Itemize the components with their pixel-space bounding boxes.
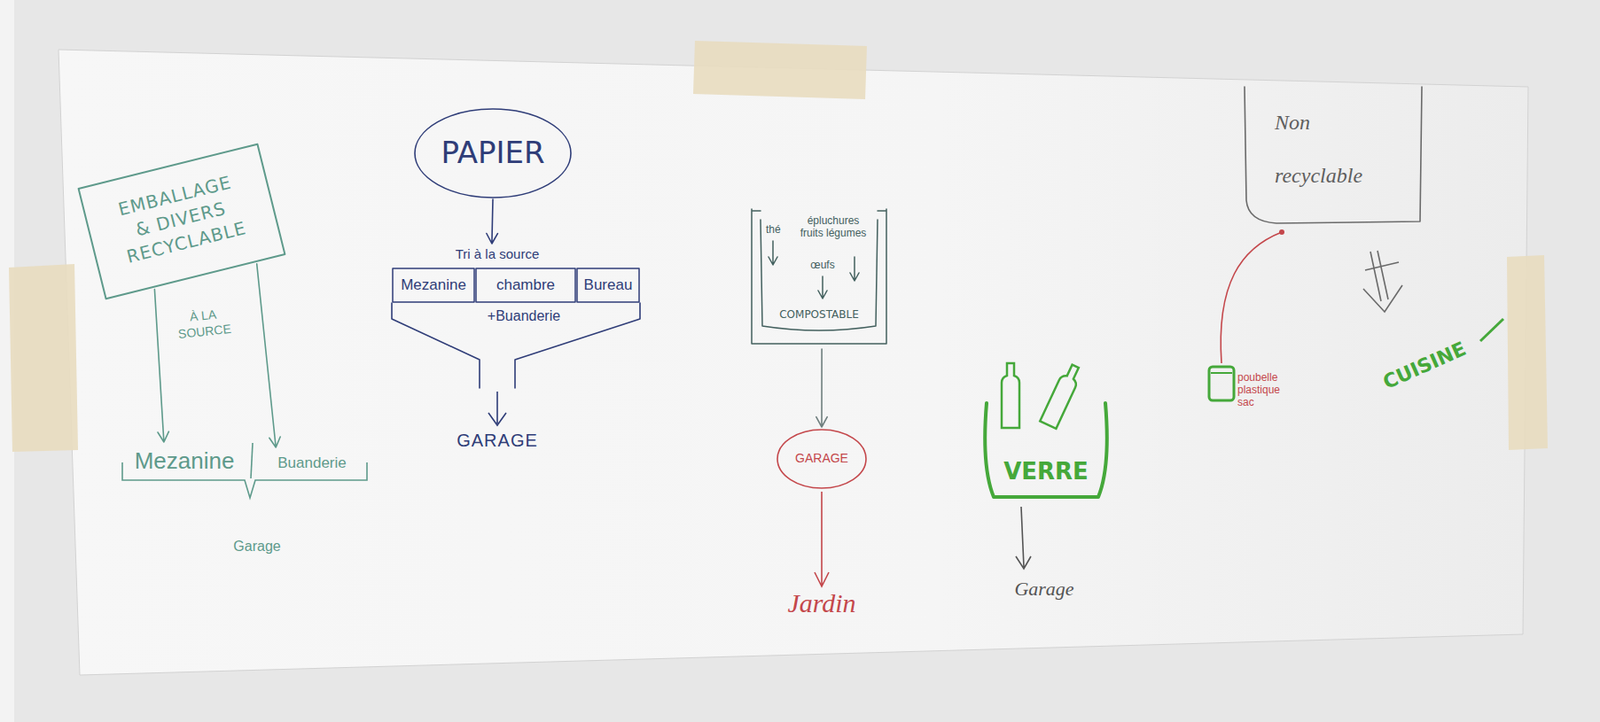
note-label: poubelle plastique sac	[1237, 372, 1298, 409]
node-text: GARAGE	[775, 451, 868, 466]
spout-arrow	[488, 391, 507, 426]
room-cell: Mezanine	[391, 267, 476, 304]
outline-stroke	[476, 268, 576, 303]
leader-dot	[1279, 229, 1285, 235]
compost-bin: épluchures fruits légumesthé œufsCOMPOSTA…	[749, 209, 889, 348]
kitchen-arrow	[1363, 250, 1403, 313]
outline-stroke	[1244, 86, 1422, 224]
waste-bin: Non recyclable	[1239, 86, 1424, 250]
garage-circle: GARAGE	[775, 428, 868, 491]
node-text: œufs	[804, 258, 841, 272]
node-text: épluchures fruits légumes	[794, 214, 873, 241]
node-text: Buanderie	[258, 454, 366, 473]
bottle-icon	[1039, 362, 1084, 430]
masking-tape	[8, 264, 79, 453]
room-cell: Bureau	[576, 267, 640, 304]
flow-arrow	[154, 289, 169, 443]
paper-oval: PAPIER	[413, 107, 573, 200]
node-text: Mezanine	[391, 276, 476, 295]
room-box: Mezanine	[124, 444, 245, 479]
outline-stroke	[78, 144, 286, 300]
note-label: Garage	[998, 577, 1091, 601]
bin-icon	[1209, 366, 1234, 401]
paper-sheet	[58, 49, 1529, 676]
node-text: PAPIER	[413, 134, 573, 171]
bottle-icon	[1001, 363, 1020, 429]
sorting-funnel: Tri à la source +Buanderie Mezaninechambre…	[386, 246, 644, 389]
note-label: CUISINE	[1371, 334, 1478, 399]
outline-stroke	[391, 303, 640, 389]
marker-stroke	[1480, 319, 1504, 342]
node-outline	[979, 403, 1113, 501]
note-label: À LA SOURCE	[166, 304, 241, 344]
outline-stroke	[392, 268, 475, 303]
divider-slash	[250, 443, 253, 479]
flow-arrow	[486, 199, 499, 244]
node-text: thé	[765, 223, 793, 236]
node-text: Non recyclable	[1274, 95, 1382, 203]
glass-bin: VERRE	[979, 403, 1113, 501]
room-box: Buanderie	[258, 450, 366, 479]
node-text: chambre	[475, 276, 577, 295]
note-label: Jardin	[771, 588, 873, 619]
recycling-box: EMBALLAGE & DIVERS RECYCLABLE	[77, 143, 286, 301]
node-text: Tri à la source	[386, 246, 609, 262]
flow-arrow	[816, 349, 828, 428]
outline-stroke	[751, 209, 887, 344]
node-text: COMPOSTABLE	[762, 308, 876, 321]
leader-line	[1220, 232, 1282, 364]
bin-lid	[1210, 372, 1233, 375]
glass-arrow	[1015, 507, 1031, 570]
outline-stroke	[577, 268, 640, 303]
node-text: VERRE	[979, 458, 1113, 485]
node-text: Mezanine	[124, 447, 245, 476]
garden-arrow	[814, 491, 829, 587]
node-text: Bureau	[576, 276, 640, 295]
masking-tape	[1506, 255, 1548, 451]
flow-arrow	[257, 264, 281, 448]
note-label: Garage	[212, 538, 302, 555]
note-label: GARAGE	[452, 430, 542, 452]
node-text: +Buanderie	[470, 308, 578, 325]
room-cell: chambre	[475, 267, 577, 304]
node-text: EMBALLAGE & DIVERS RECYCLABLE	[109, 169, 252, 271]
masking-tape	[693, 40, 867, 100]
